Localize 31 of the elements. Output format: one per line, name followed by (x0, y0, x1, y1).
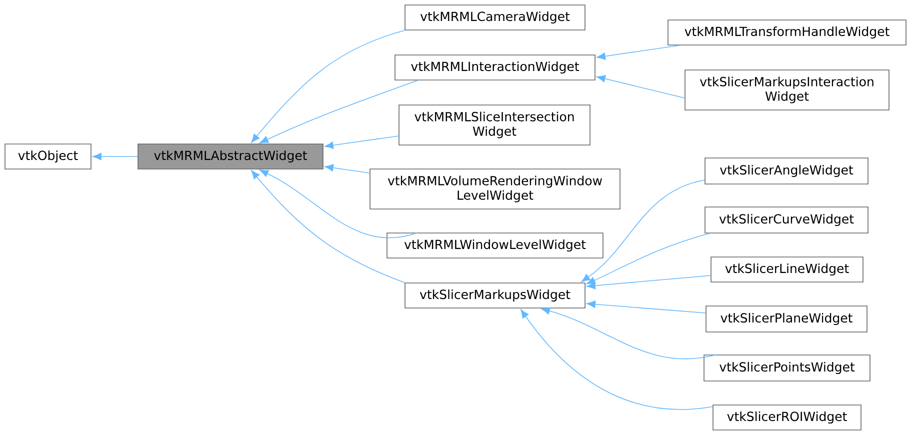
class-box: vtkObject (4, 144, 92, 170)
class-box: vtkSlicerLineWidget (710, 256, 864, 282)
inheritance-arrow (324, 164, 370, 174)
inheritance-arrow (596, 45, 680, 60)
class-box: vtkSlicerMarkupsInteraction Widget (684, 70, 890, 110)
class-box: vtkMRMLSliceIntersection Widget (398, 104, 590, 146)
inheritance-arrow (324, 136, 399, 149)
inheritance-arrow (586, 300, 706, 314)
class-box: vtkSlicerROIWidget (712, 404, 862, 430)
inheritance-arrow (596, 75, 685, 98)
class-box: vtkSlicerPointsWidget (704, 354, 870, 382)
class-box: vtkSlicerAngleWidget (704, 158, 868, 184)
inheritance-arrow (520, 309, 713, 410)
inheritance-arrow (92, 152, 138, 160)
class-box: vtkSlicerCurveWidget (704, 206, 868, 234)
inheritance-arrow (541, 307, 718, 360)
inheritance-arrow (586, 233, 710, 284)
inheritance-arrow (581, 180, 705, 282)
class-box: vtkMRMLCameraWidget (404, 4, 586, 30)
inheritance-arrow (260, 80, 418, 144)
class-box: vtkMRMLAbstractWidget (138, 144, 324, 170)
class-box: vtkMRMLInteractionWidget (394, 54, 596, 80)
inheritance-arrow (251, 170, 405, 283)
class-box: vtkMRMLWindowLevelWidget (386, 232, 604, 258)
inheritance-arrow (260, 170, 418, 238)
class-box: vtkSlicerPlaneWidget (706, 306, 868, 332)
inheritance-arrow (586, 275, 711, 290)
inheritance-arrow (251, 30, 405, 143)
class-box: vtkMRMLTransformHandleWidget (668, 20, 906, 46)
class-box: vtkMRMLVolumeRenderingWindow LevelWidget (370, 168, 620, 210)
class-box: vtkSlicerMarkupsWidget (404, 282, 586, 308)
